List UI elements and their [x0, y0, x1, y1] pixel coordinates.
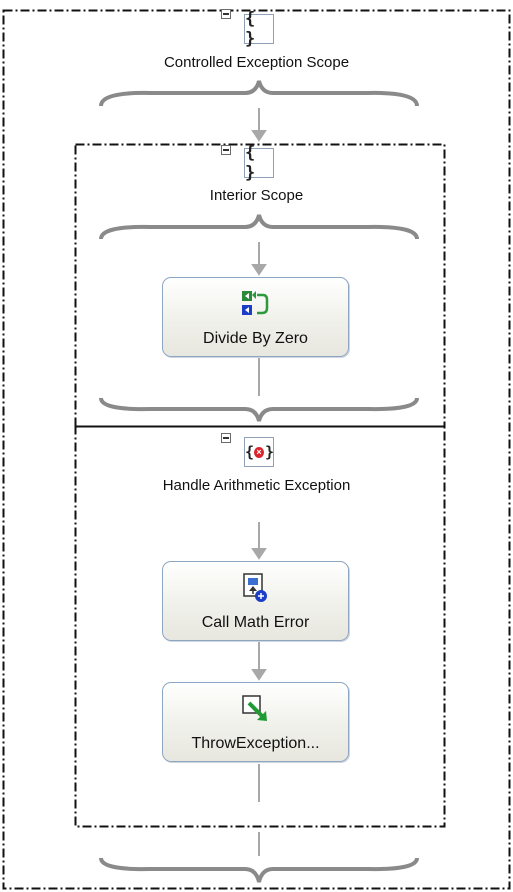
- interior-scope-title: Interior Scope: [209, 187, 304, 204]
- outer-scope-open-brace: [99, 80, 419, 107]
- braces-icon: { }: [244, 9, 274, 49]
- interior-scope-close-brace: [99, 397, 419, 422]
- fault-handler-collapse-button[interactable]: [221, 433, 231, 443]
- connector-arrow: [251, 669, 267, 681]
- activity-label: Call Math Error: [201, 614, 310, 631]
- interior-scope-open-brace: [99, 214, 419, 240]
- outer-scope-border: [2, 9, 511, 890]
- connector-arrow: [251, 548, 267, 560]
- outer-scope-collapse-button[interactable]: [221, 9, 231, 19]
- divide-by-zero-activity[interactable]: Divide By Zero: [162, 277, 349, 357]
- activity-label: Divide By Zero: [203, 330, 308, 347]
- fault-handler-border: [74, 425, 446, 828]
- braces-icon: { }: [244, 143, 274, 183]
- interior-scope-collapse-button[interactable]: [221, 145, 231, 155]
- interior-scope-border: [74, 143, 446, 428]
- code-activity-icon: [242, 291, 269, 315]
- outer-scope-title: Controlled Exception Scope: [163, 54, 350, 71]
- call-math-error-activity[interactable]: Call Math Error: [162, 561, 349, 641]
- connector-arrow: [251, 264, 267, 276]
- fault-handler-icon: { × }: [244, 437, 274, 467]
- throw-exception-icon: [242, 695, 267, 721]
- connector-arrow: [251, 130, 267, 142]
- throw-exception-activity[interactable]: ThrowException...: [162, 682, 349, 762]
- fault-handler-title: Handle Arithmetic Exception: [162, 477, 351, 494]
- activity-label: ThrowException...: [191, 735, 320, 752]
- outer-scope-close-brace: [99, 857, 419, 883]
- call-method-icon: [243, 573, 267, 602]
